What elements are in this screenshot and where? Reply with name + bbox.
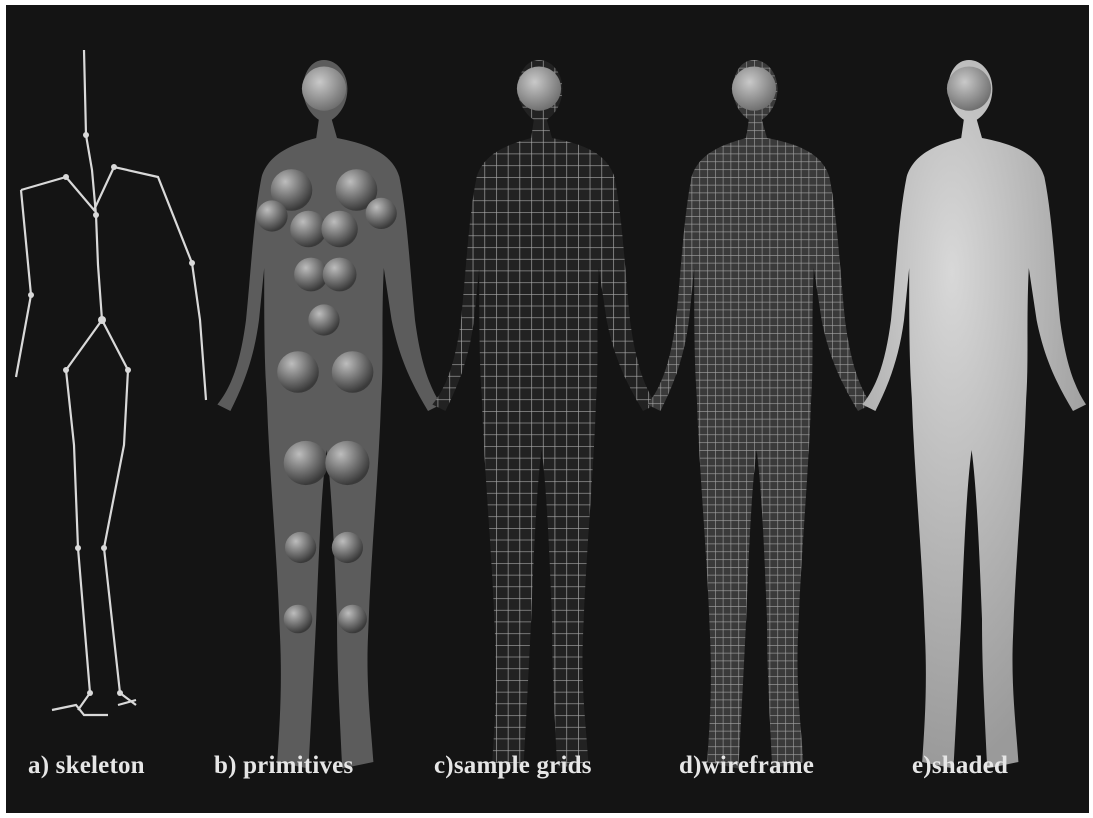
caption-shaded: e)shaded bbox=[912, 752, 1008, 780]
caption-primitives: b) primitives bbox=[214, 752, 353, 780]
figure-illustration bbox=[6, 5, 1089, 813]
caption-skeleton: a) skeleton bbox=[28, 752, 145, 780]
skeleton-figure bbox=[16, 50, 206, 715]
primitives-figure bbox=[217, 60, 441, 769]
shaded-figure bbox=[862, 60, 1086, 769]
caption-sample-grids: c)sample grids bbox=[434, 752, 592, 780]
sample-grids-figure bbox=[432, 60, 656, 769]
wireframe-figure bbox=[647, 60, 871, 769]
caption-wireframe: d)wireframe bbox=[679, 752, 814, 780]
figure-panel bbox=[6, 5, 1089, 813]
